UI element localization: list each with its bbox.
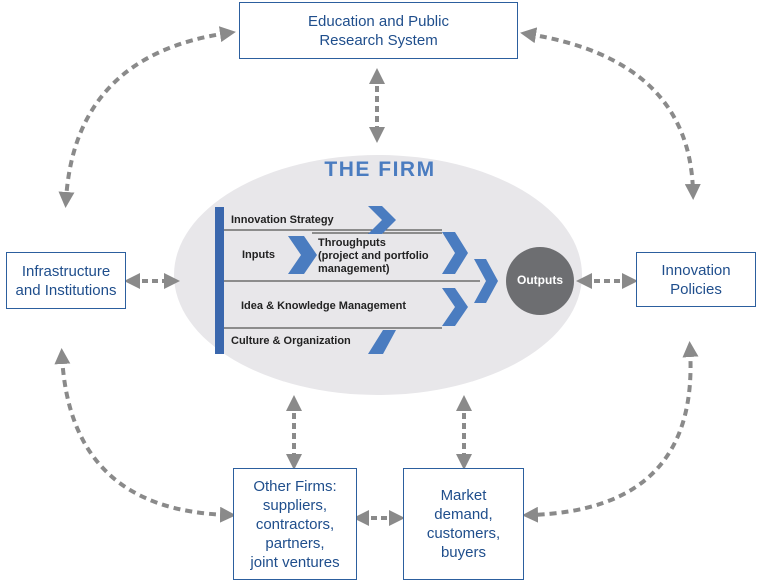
firm-ellipse <box>174 155 582 395</box>
chevron-strategy <box>368 206 396 234</box>
idea-knowledge-label: Idea & Knowledge Management <box>241 300 407 312</box>
connector-infrastructure-otherfirms <box>54 348 236 523</box>
firm-left-bar <box>215 207 224 354</box>
chevron-inputs <box>288 236 317 274</box>
market-box: Market demand, customers, buyers <box>403 468 524 580</box>
throughputs-label: Throughputs (project and portfolio manag… <box>318 237 429 275</box>
firm-title: THE FIRM <box>324 158 436 181</box>
other-firms-box: Other Firms: suppliers, contractors, par… <box>233 468 357 580</box>
chevron-knowledge <box>442 288 468 326</box>
culture-label: Culture & Organization <box>231 335 351 347</box>
inputs-label: Inputs <box>242 249 275 261</box>
outputs-label: Outputs <box>517 273 563 287</box>
education-research-box: Education and Public Research System <box>239 2 518 59</box>
innovation-strategy-label: Innovation Strategy <box>231 214 334 226</box>
infrastructure-box: Infrastructure and Institutions <box>6 252 126 309</box>
chevron-outputs <box>474 259 498 303</box>
connector-education-infrastructure <box>58 26 236 208</box>
outputs-circle <box>506 247 574 315</box>
chevron-culture <box>368 330 396 354</box>
connector-policies-market <box>522 341 699 523</box>
connector-education-policies <box>520 27 701 200</box>
chevron-throughputs <box>442 232 468 274</box>
innovation-policies-box: Innovation Policies <box>636 252 756 307</box>
